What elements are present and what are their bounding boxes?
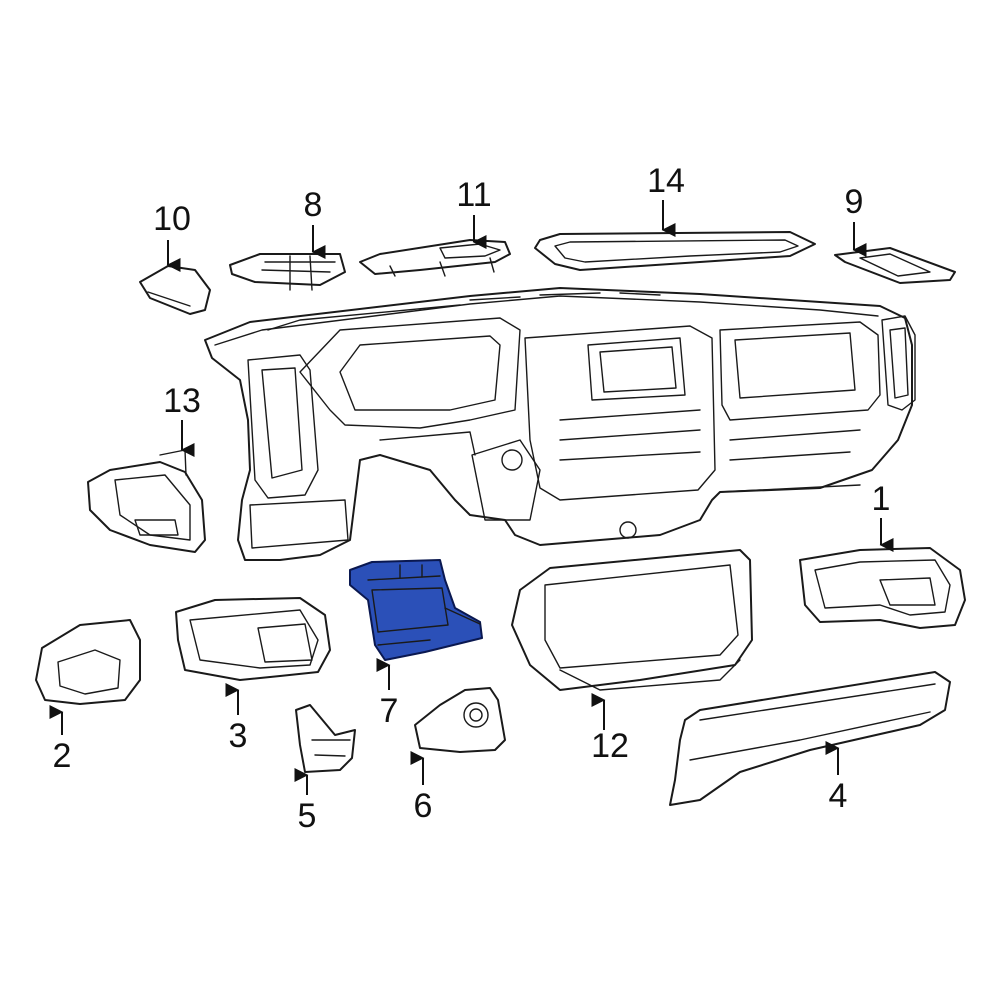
- part-13-duct: [87, 449, 206, 553]
- callout-2: 2: [53, 737, 72, 775]
- callout-10: 10: [153, 200, 191, 238]
- callout-14: 14: [647, 162, 685, 200]
- part-8-panel: [229, 253, 346, 291]
- part-5-bracket: [295, 704, 356, 773]
- callout-leaders: [49, 200, 894, 795]
- part-10-cover: [139, 265, 211, 315]
- callout-1: 1: [872, 480, 891, 518]
- part-9-bezel: [834, 247, 956, 284]
- callout-6: 6: [414, 787, 433, 825]
- callout-4: 4: [829, 777, 848, 815]
- instrument-panel-frame: [204, 287, 916, 561]
- callout-9: 9: [845, 183, 864, 221]
- part-3-duct: [175, 597, 331, 681]
- part-7-highlighted: [349, 559, 483, 661]
- callout-12: 12: [591, 727, 629, 765]
- callout-5: 5: [298, 797, 317, 835]
- part-14-trim: [534, 231, 816, 271]
- part-11-bezel: [359, 239, 511, 277]
- part-4-knee-bolster: [669, 671, 951, 806]
- part-12-glovebox-housing: [511, 549, 753, 691]
- part-6-cover: [414, 687, 506, 753]
- callout-8: 8: [304, 186, 323, 224]
- callout-13: 13: [163, 382, 201, 420]
- part-2-bezel: [35, 619, 141, 705]
- callout-11: 11: [456, 176, 491, 214]
- callout-7: 7: [380, 692, 399, 730]
- part-1-duct: [799, 547, 966, 629]
- callout-3: 3: [229, 717, 248, 755]
